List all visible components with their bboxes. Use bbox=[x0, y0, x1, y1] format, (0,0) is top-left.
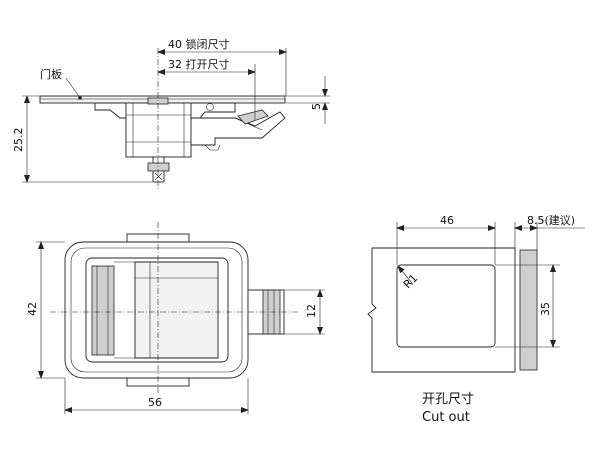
cutout-title-en: Cut out bbox=[422, 410, 470, 425]
dim-height-42: 42 bbox=[26, 302, 39, 316]
dim-height-25-2: 25.2 bbox=[12, 128, 25, 153]
dim-cutout-width: 46 bbox=[440, 214, 454, 227]
dim-thickness-5: 5 bbox=[310, 103, 323, 110]
side-view: 40 锁闭尺寸 32 打开尺寸 门板 25.2 5 bbox=[12, 37, 330, 190]
dim-width-56: 56 bbox=[148, 396, 162, 409]
front-view: 42 56 12 bbox=[26, 222, 325, 414]
nut bbox=[147, 162, 170, 172]
dim-cutout-height: 35 bbox=[539, 302, 552, 316]
dim-open-size: 32 打开尺寸 bbox=[168, 57, 230, 71]
latch-tongue bbox=[190, 111, 286, 146]
door-panel-label: 门板 bbox=[40, 67, 62, 81]
dim-lock-size: 40 锁闭尺寸 bbox=[168, 37, 230, 51]
recommended-gap-strip bbox=[519, 249, 538, 371]
dim-handle-12: 12 bbox=[305, 304, 318, 318]
cutout-view: R1 46 8.5(建议) 35 开孔尺寸 Cut out bbox=[367, 213, 585, 425]
cutout-title-cn: 开孔尺寸 bbox=[422, 392, 474, 407]
cutout-opening bbox=[396, 264, 496, 348]
lock-body bbox=[125, 102, 192, 158]
handle-paddle bbox=[134, 261, 219, 359]
dim-gap-recommended: 8.5(建议) bbox=[527, 213, 575, 227]
